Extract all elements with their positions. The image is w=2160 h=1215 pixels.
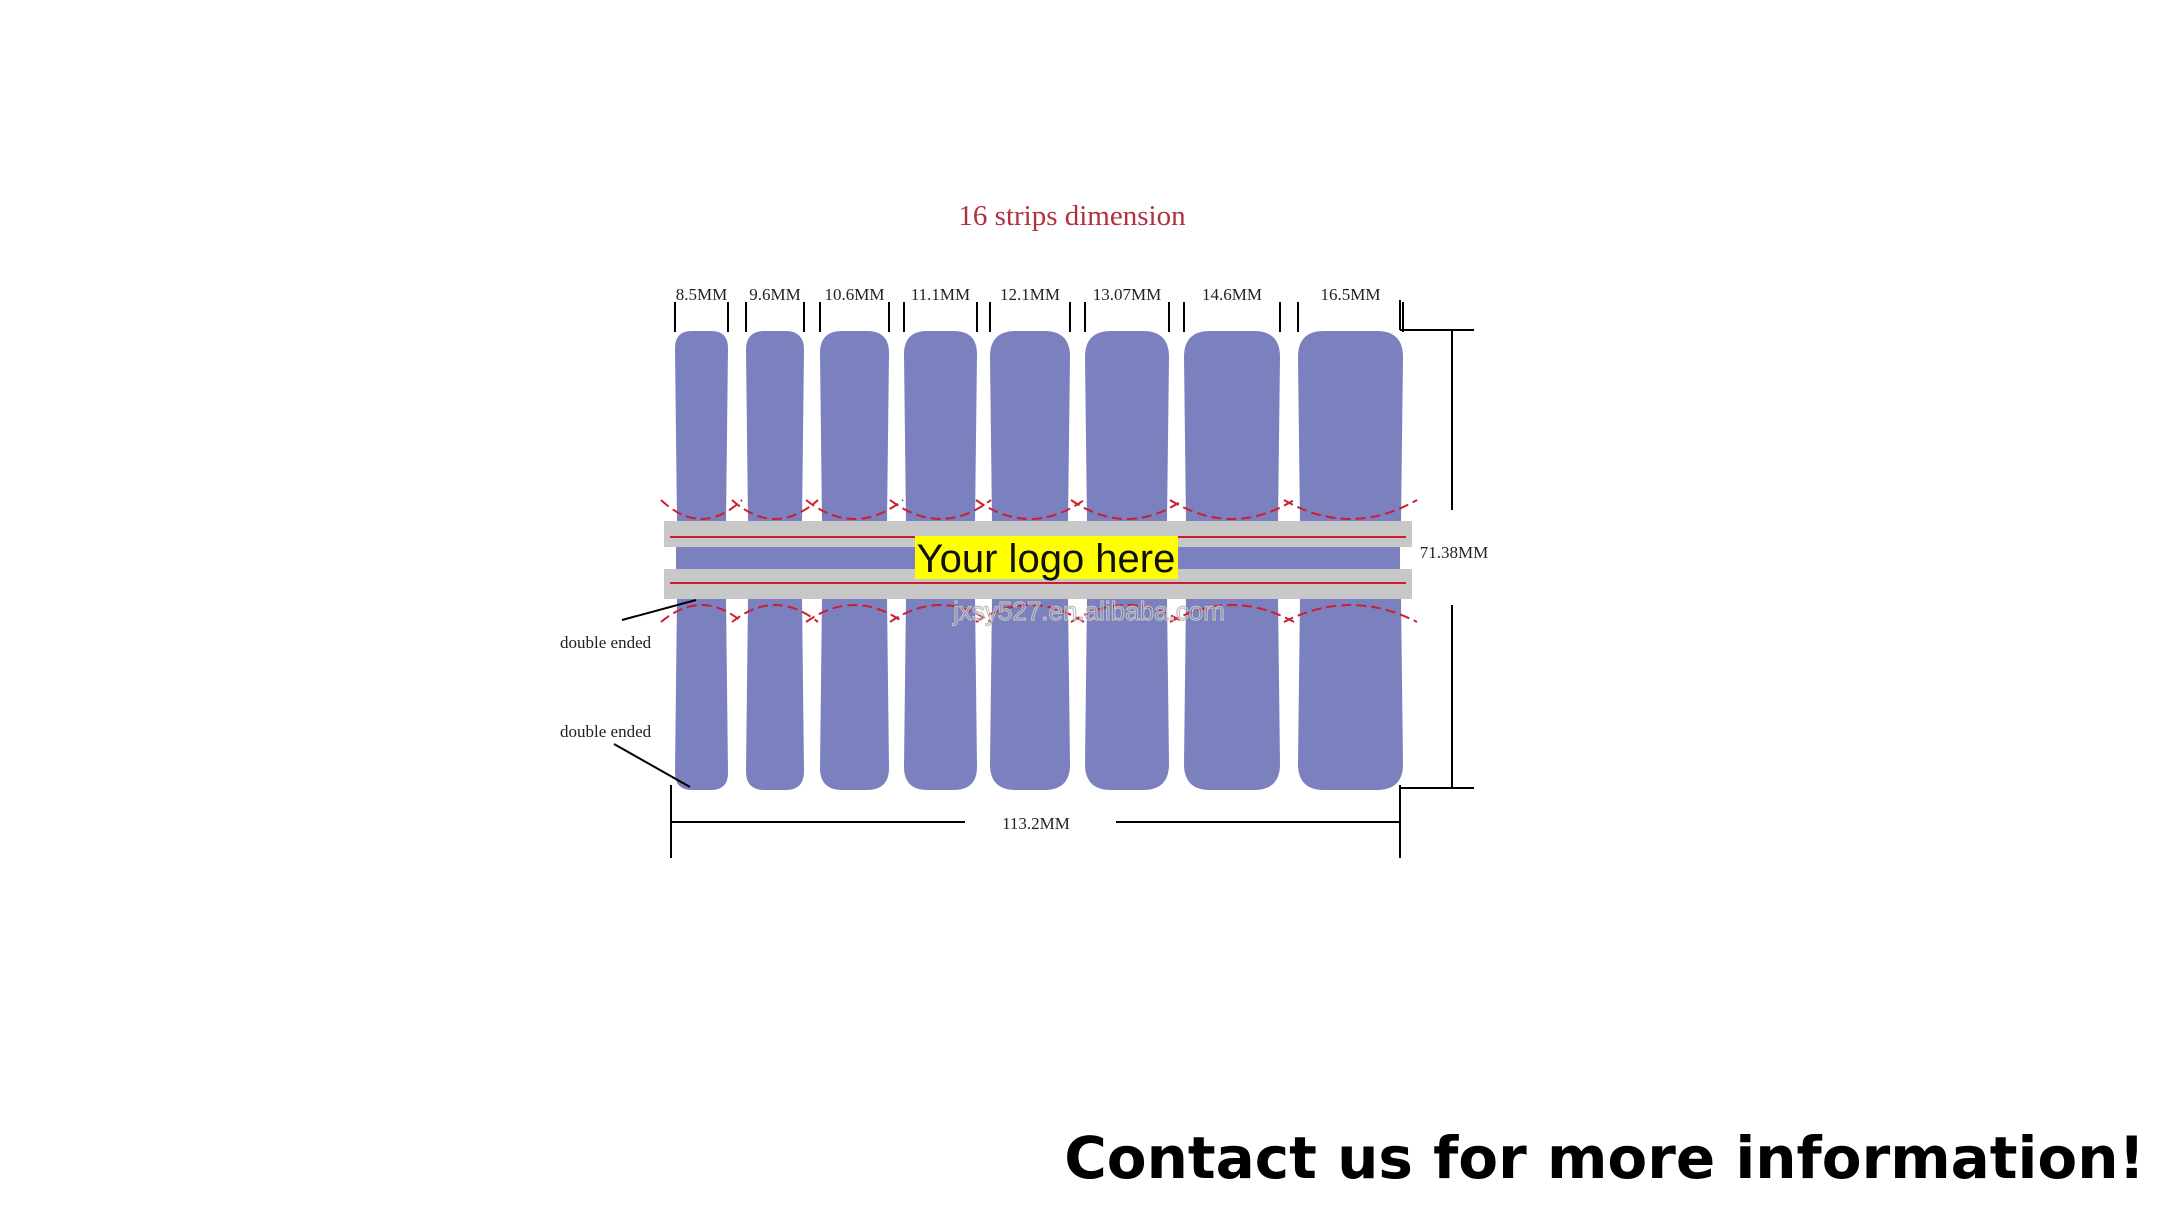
width-label-6: 13.07MM: [1093, 285, 1161, 304]
total-width-dimension: 113.2MM: [670, 785, 1401, 858]
width-label-7: 14.6MM: [1202, 285, 1262, 304]
annotation-leader-1: [621, 599, 697, 621]
strips-bottom-row: [675, 591, 1403, 790]
annotation-double-ended-1: double ended: [560, 633, 652, 652]
width-label-2: 9.6MM: [749, 285, 800, 304]
cut-arc-top-3: [805, 499, 904, 520]
cut-arc-bottom-1: [660, 604, 743, 623]
nail-strip-bottom-5: [990, 591, 1070, 790]
watermark: jxsy527.en.alibaba.com: [952, 596, 1225, 626]
double-ended-annotations: double ended double ended: [560, 599, 697, 788]
nail-strip-top-8: [1298, 331, 1403, 529]
total-width-label: 113.2MM: [1002, 814, 1070, 833]
width-label-1: 8.5MM: [676, 285, 727, 304]
nail-strip-bottom-4: [904, 591, 977, 790]
cut-arc-bottom-2: [731, 604, 819, 623]
nail-strip-top-3: [820, 331, 889, 529]
cut-arc-bottom-7: [1169, 604, 1295, 623]
nail-strip-bottom-2: [746, 591, 804, 790]
cut-arc-bottom-4: [889, 604, 992, 623]
logo-background: [915, 536, 1178, 579]
width-label-8: 16.5MM: [1321, 285, 1381, 304]
annotation-leader-2: [613, 743, 691, 788]
logo-text: Your logo here: [917, 537, 1176, 581]
nail-strip-bottom-3: [820, 591, 889, 790]
nail-strip-bottom-7: [1184, 591, 1280, 790]
nail-strip-bottom-6: [1085, 591, 1169, 790]
width-labels: 8.5MM 9.6MM 10.6MM 11.1MM 12.1MM 13.07MM 14.6M…: [674, 285, 1404, 332]
cut-arc-top-8: [1283, 499, 1418, 520]
height-dimension: 71.38MM: [1399, 300, 1488, 815]
cut-arc-top-2: [731, 499, 819, 520]
cut-arc-top-7: [1169, 499, 1295, 520]
cut-arc-top-6: [1070, 499, 1184, 520]
cut-arc-top-1: [660, 499, 743, 520]
annotation-double-ended-2: double ended: [560, 722, 652, 741]
width-label-3: 10.6MM: [825, 285, 885, 304]
nail-strip-bottom-8: [1298, 591, 1403, 790]
width-label-4: 11.1MM: [911, 285, 970, 304]
nail-strip-top-5: [990, 331, 1070, 529]
cut-arc-bottom-8: [1283, 604, 1418, 623]
nail-strip-top-6: [1085, 331, 1169, 529]
width-label-5: 12.1MM: [1000, 285, 1060, 304]
strips-top-row: [675, 331, 1403, 529]
contact-text: Contact us for more information!: [1064, 1124, 2145, 1192]
nail-strip-bottom-1: [675, 591, 728, 790]
nail-strip-top-2: [746, 331, 804, 529]
height-label: 71.38MM: [1420, 543, 1488, 562]
diagram-title: 16 strips dimension: [958, 200, 1186, 232]
nail-strip-top-7: [1184, 331, 1280, 529]
cut-arcs: [660, 499, 1418, 623]
cut-arc-bottom-3: [805, 604, 904, 623]
carrier-band: Your logo here: [664, 521, 1412, 599]
cut-arc-top-4: [889, 499, 992, 520]
nail-strip-top-4: [904, 331, 977, 529]
nail-strip-top-1: [675, 331, 728, 529]
